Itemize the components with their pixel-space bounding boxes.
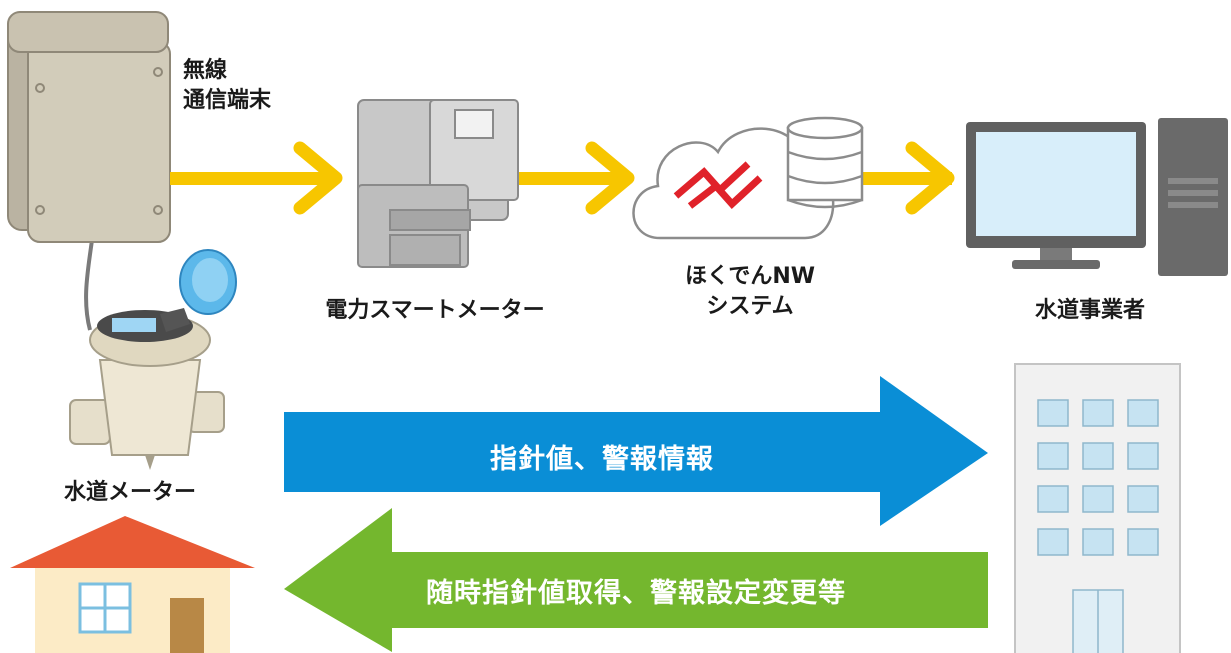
house-icon (10, 516, 255, 653)
database-icon (786, 116, 864, 209)
computer-icon (966, 118, 1228, 276)
system-label-line1: ほくでんNW (684, 264, 816, 289)
upstream-arrow-label: 指針値、警報情報 (490, 444, 714, 475)
building-icon (1014, 363, 1181, 653)
water-utility-label: 水道事業者 (1034, 298, 1145, 323)
system-label: ほくでんNW システム (640, 262, 860, 321)
wireless-terminal-icon (7, 11, 171, 243)
wireless-terminal-label-line1: 無線 (183, 58, 228, 83)
flow-arrow-2 (508, 141, 635, 215)
water-meter-label: 水道メーター (63, 480, 196, 505)
flow-arrow-1 (170, 141, 343, 215)
flow-arrow-3 (862, 141, 955, 215)
hokuden-logo (673, 161, 763, 209)
downstream-arrow-label: 随時指針値取得、警報設定変更等 (426, 578, 846, 609)
system-label-line2: システム (706, 293, 794, 319)
water-meter-icon (69, 249, 237, 470)
downstream-arrow (284, 508, 988, 652)
wireless-terminal-label-line2: 通信端末 (183, 87, 272, 113)
terminal-cable (84, 239, 94, 331)
wireless-terminal-label: 無線 通信端末 (183, 56, 271, 115)
upstream-arrow (284, 376, 988, 526)
smart-meter-icon (357, 99, 519, 268)
smart-meter-label: 電力スマートメーター (325, 298, 545, 323)
